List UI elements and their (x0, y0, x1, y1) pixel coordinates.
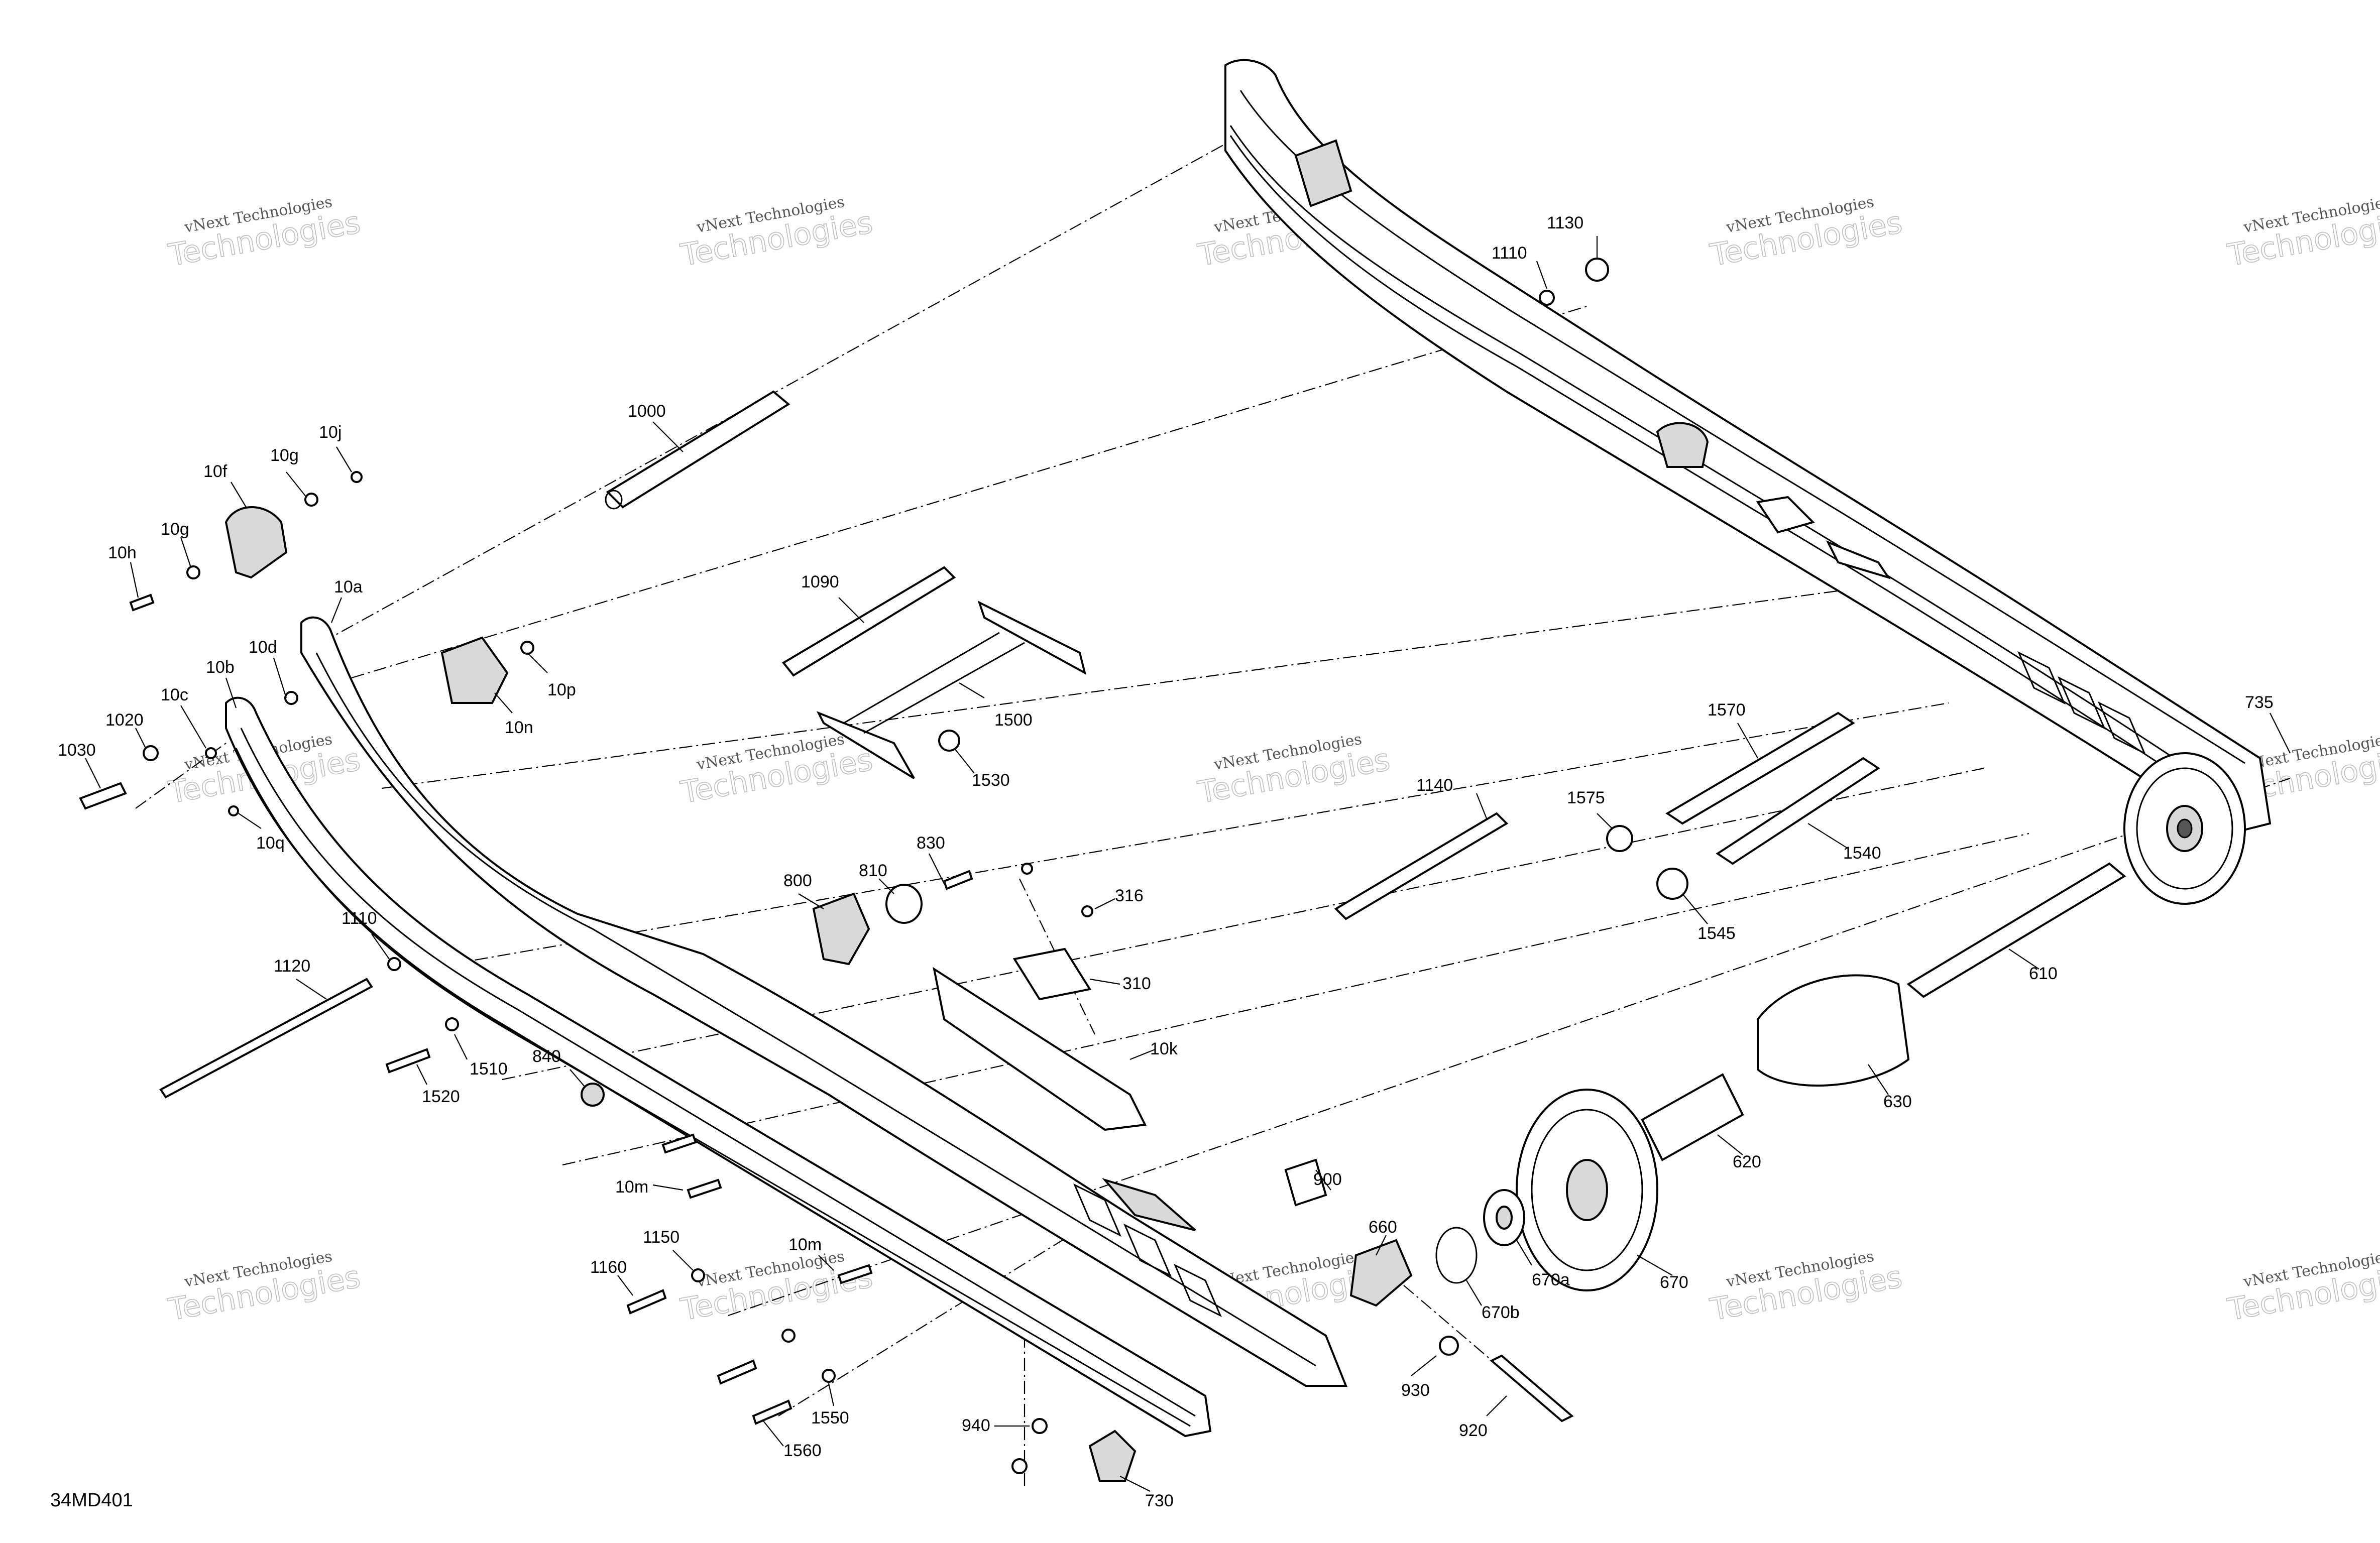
callout-label: 10j (319, 423, 342, 442)
callout-label: 10b (206, 658, 235, 677)
callout-label: 1020 (105, 710, 144, 730)
callout-label: 800 (783, 871, 812, 890)
callout-label: 10n (505, 718, 533, 737)
callout-label: 10p (547, 680, 576, 699)
callout-label: 1520 (422, 1087, 460, 1106)
callout-label: 10g (270, 446, 299, 465)
callout-label: 920 (1459, 1421, 1488, 1440)
watermark: Technologies vNext Technologies (1707, 1248, 1905, 1328)
callout-label: 670b (1482, 1303, 1520, 1322)
assembly-axes (135, 135, 2291, 1486)
callout-label: 10a (334, 577, 363, 597)
callout-label: 10c (161, 685, 188, 704)
callout-label: 10d (249, 638, 277, 657)
callout-label: 1150 (643, 1228, 679, 1247)
callout-label: 735 (2245, 693, 2274, 712)
callout-label: 10q (256, 834, 285, 853)
drawing-id: 34MD401 (50, 1490, 133, 1511)
callout-label: 900 (1313, 1170, 1342, 1189)
callout-label: 1545 (1697, 924, 1736, 943)
watermark: Technologies vNext Technologies (2224, 193, 2380, 274)
callout-label: 660 (1369, 1218, 1397, 1237)
callout-label: 1560 (783, 1441, 822, 1460)
watermark-layer: Technologies vNext Technologies Technolo… (165, 193, 2380, 1328)
callout-label: 316 (1115, 886, 1144, 905)
leader-lines (85, 236, 2291, 1492)
callout-label: 10m (615, 1177, 648, 1197)
callout-label: 630 (1883, 1092, 1912, 1111)
callout-label: 620 (1733, 1152, 1761, 1171)
callout-label: 10f (203, 462, 228, 481)
watermark: Technologies vNext Technologies (677, 1248, 875, 1328)
left-rail (225, 616, 1347, 1438)
callout-label: 810 (859, 861, 887, 880)
watermark: Technologies vNext Technologies (677, 731, 875, 811)
shaft-1000 (605, 390, 790, 510)
callout-label: 1160 (590, 1258, 627, 1277)
callout-label: 10h (108, 543, 137, 562)
watermark: Technologies vNext Technologies (165, 193, 363, 274)
callout-label: 310 (1122, 974, 1151, 993)
watermark: Technologies vNext Technologies (165, 1248, 363, 1328)
callout-label: 10g (161, 520, 189, 539)
callout-label: 670 (1660, 1273, 1688, 1292)
watermark: Technologies vNext Technologies (1707, 193, 1905, 274)
callout-label: 830 (917, 834, 945, 853)
callout-label: 730 (1145, 1491, 1174, 1510)
callout-label: 10m (788, 1235, 822, 1254)
callout-label: 1000 (628, 402, 666, 421)
callout-label: 940 (962, 1416, 990, 1435)
callout-label: 1140 (1416, 776, 1453, 795)
watermark: Technologies vNext Technologies (677, 193, 875, 274)
watermark: Technologies vNext Technologies (2224, 1248, 2380, 1328)
callout-label: 1110 (1492, 244, 1527, 263)
callout-label: 1030 (58, 741, 96, 760)
callout-label: 670a (1532, 1270, 1570, 1289)
callout-label: 840 (532, 1047, 561, 1066)
watermark: Technologies vNext Technologies (1195, 731, 1393, 811)
bumper-10f (224, 506, 288, 579)
loose-parts (79, 258, 2126, 1482)
callout-label: 1510 (470, 1059, 508, 1079)
callout-label: 1550 (811, 1408, 849, 1428)
callout-label: 1120 (274, 957, 310, 976)
callout-label: 1575 (1567, 788, 1605, 807)
callout-label: 1500 (994, 710, 1033, 730)
callout-label: 1530 (972, 771, 1010, 790)
callout-label: 930 (1401, 1381, 1430, 1400)
callout-label: 10k (1150, 1039, 1178, 1058)
callout-label: 1110 (342, 909, 377, 928)
callout-labels: 1000 10j 10g 10f 10g 10h 10a 10d 10b 10c… (58, 213, 2274, 1510)
callout-label: 1090 (801, 572, 839, 591)
callout-label: 1540 (1843, 844, 1881, 863)
bracket-800 (812, 892, 870, 966)
right-rail (1224, 59, 2272, 905)
callout-label: 610 (2029, 964, 2058, 983)
callout-label: 1570 (1708, 700, 1746, 720)
callout-label: 1130 (1547, 213, 1583, 232)
block-10n (440, 636, 509, 704)
